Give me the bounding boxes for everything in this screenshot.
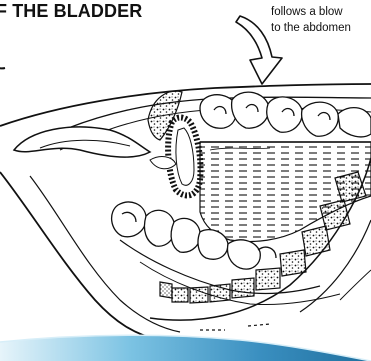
blue-ribbon-decoration — [0, 332, 371, 361]
cropped-circle-marker — [0, 46, 5, 68]
blow-caption: follows a blow to the abdomen — [271, 5, 371, 36]
lower-body-outline — [0, 172, 160, 340]
slide-title: F THE BLADDER — [0, 1, 142, 22]
left-tissue-fold — [14, 127, 150, 157]
intestinal-loops — [200, 92, 371, 137]
blow-caption-line-2: to the abdomen — [271, 21, 371, 37]
blow-caption-line-1: follows a blow — [271, 5, 371, 21]
